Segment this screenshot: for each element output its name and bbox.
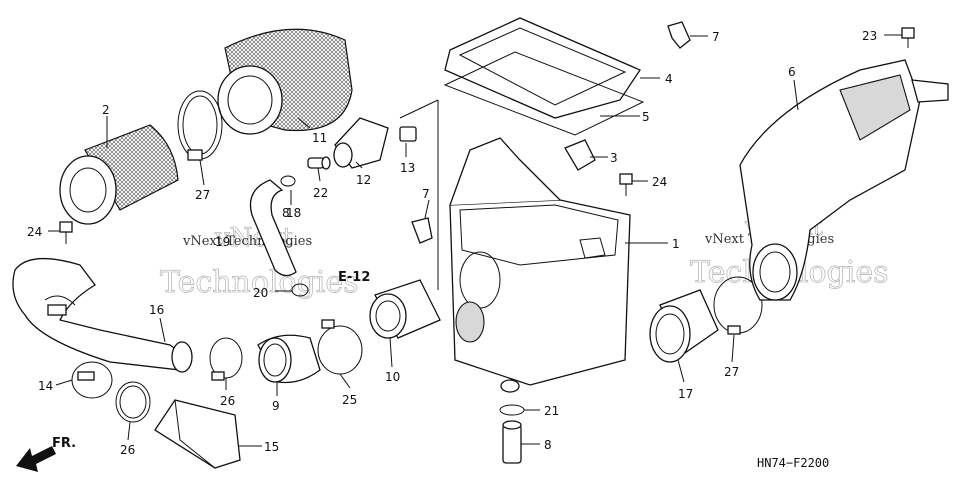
clip-18 [280,175,296,187]
callout-26-lower: 26 [120,443,135,457]
clip-20 [291,283,309,297]
breather-hose-19 [249,179,297,277]
callout-5: 5 [642,110,650,124]
callout-7-left: 7 [422,187,430,201]
drawing-code: HN74−F2200 [757,456,829,470]
intake-duct-6 [739,59,949,301]
case-cover-4 [444,17,641,119]
outlet-boot-17 [649,289,719,363]
bolt-24-left [59,221,73,244]
clamp-26-lower [115,381,151,423]
callout-24-left: 24 [27,225,42,239]
callout-8-upper: 8 [282,206,290,220]
drain-tube-8 [502,420,522,464]
callout-15: 15 [264,440,279,454]
joint-22 [307,156,331,170]
callout-19: 19 [215,235,230,249]
callout-25: 25 [342,393,357,407]
callout-16: 16 [149,303,164,317]
bracket-3 [564,139,596,171]
clamp-26-middle [209,337,243,381]
clip-7-left [411,217,433,244]
callout-23: 23 [862,29,877,43]
bolt-24-right [619,173,633,196]
clip-7-upper [667,21,691,49]
callout-9: 9 [272,399,280,413]
callout-8-lower: 8 [544,438,552,452]
callout-1: 1 [672,237,680,251]
air-cleaner-case-1 [449,137,631,393]
callout-21: 21 [544,404,559,418]
callout-27-upper: 27 [195,188,210,202]
callout-20: 20 [253,286,268,300]
callout-6: 6 [788,65,796,79]
watermark-line-2: Technologies [160,265,359,300]
check-valve-12 [333,117,389,169]
callout-24-right: 24 [652,175,667,189]
callouts: 2 27 24 11 12 13 18 22 19 20 E-12 16 14 … [27,29,877,457]
callout-7-upper: 7 [712,30,720,44]
callout-26-middle: 26 [220,394,235,408]
reference-label: E-12 [338,270,370,285]
callout-22: 22 [313,186,328,200]
callout-11: 11 [312,131,327,145]
callout-4: 4 [665,72,673,86]
callout-12: 12 [356,173,371,187]
inlet-joint-9 [257,334,321,384]
leader-lines [48,34,902,447]
callout-17: 17 [678,387,693,401]
clamp-25 [317,319,363,375]
clamp-band-upper [177,90,223,161]
intake-duct-tube [12,257,193,373]
front-direction-label: FR. [52,436,76,451]
clamp-27-right [713,276,763,335]
callout-13: 13 [400,161,415,175]
callout-27-right: 27 [724,365,739,379]
callout-3: 3 [610,151,618,165]
inlet-boot-10 [369,279,441,339]
front-direction-arrow: FR. [16,436,76,472]
clip-21 [499,404,525,416]
air-filter-element [217,28,353,135]
grommet-13 [399,126,417,142]
callout-18: 18 [286,206,301,220]
callout-14: 14 [38,379,53,393]
callout-2: 2 [102,103,110,117]
clamp-14 [71,361,113,399]
bolt-23 [901,27,915,48]
filter-cage [59,124,179,225]
watermark-left: vNext Technologies vNext Technologies [160,223,359,301]
gasket-5 [443,51,645,136]
watermark-small-left: vNext Technologies [182,234,312,249]
callout-10: 10 [385,370,400,384]
flat-duct-15 [154,399,241,469]
